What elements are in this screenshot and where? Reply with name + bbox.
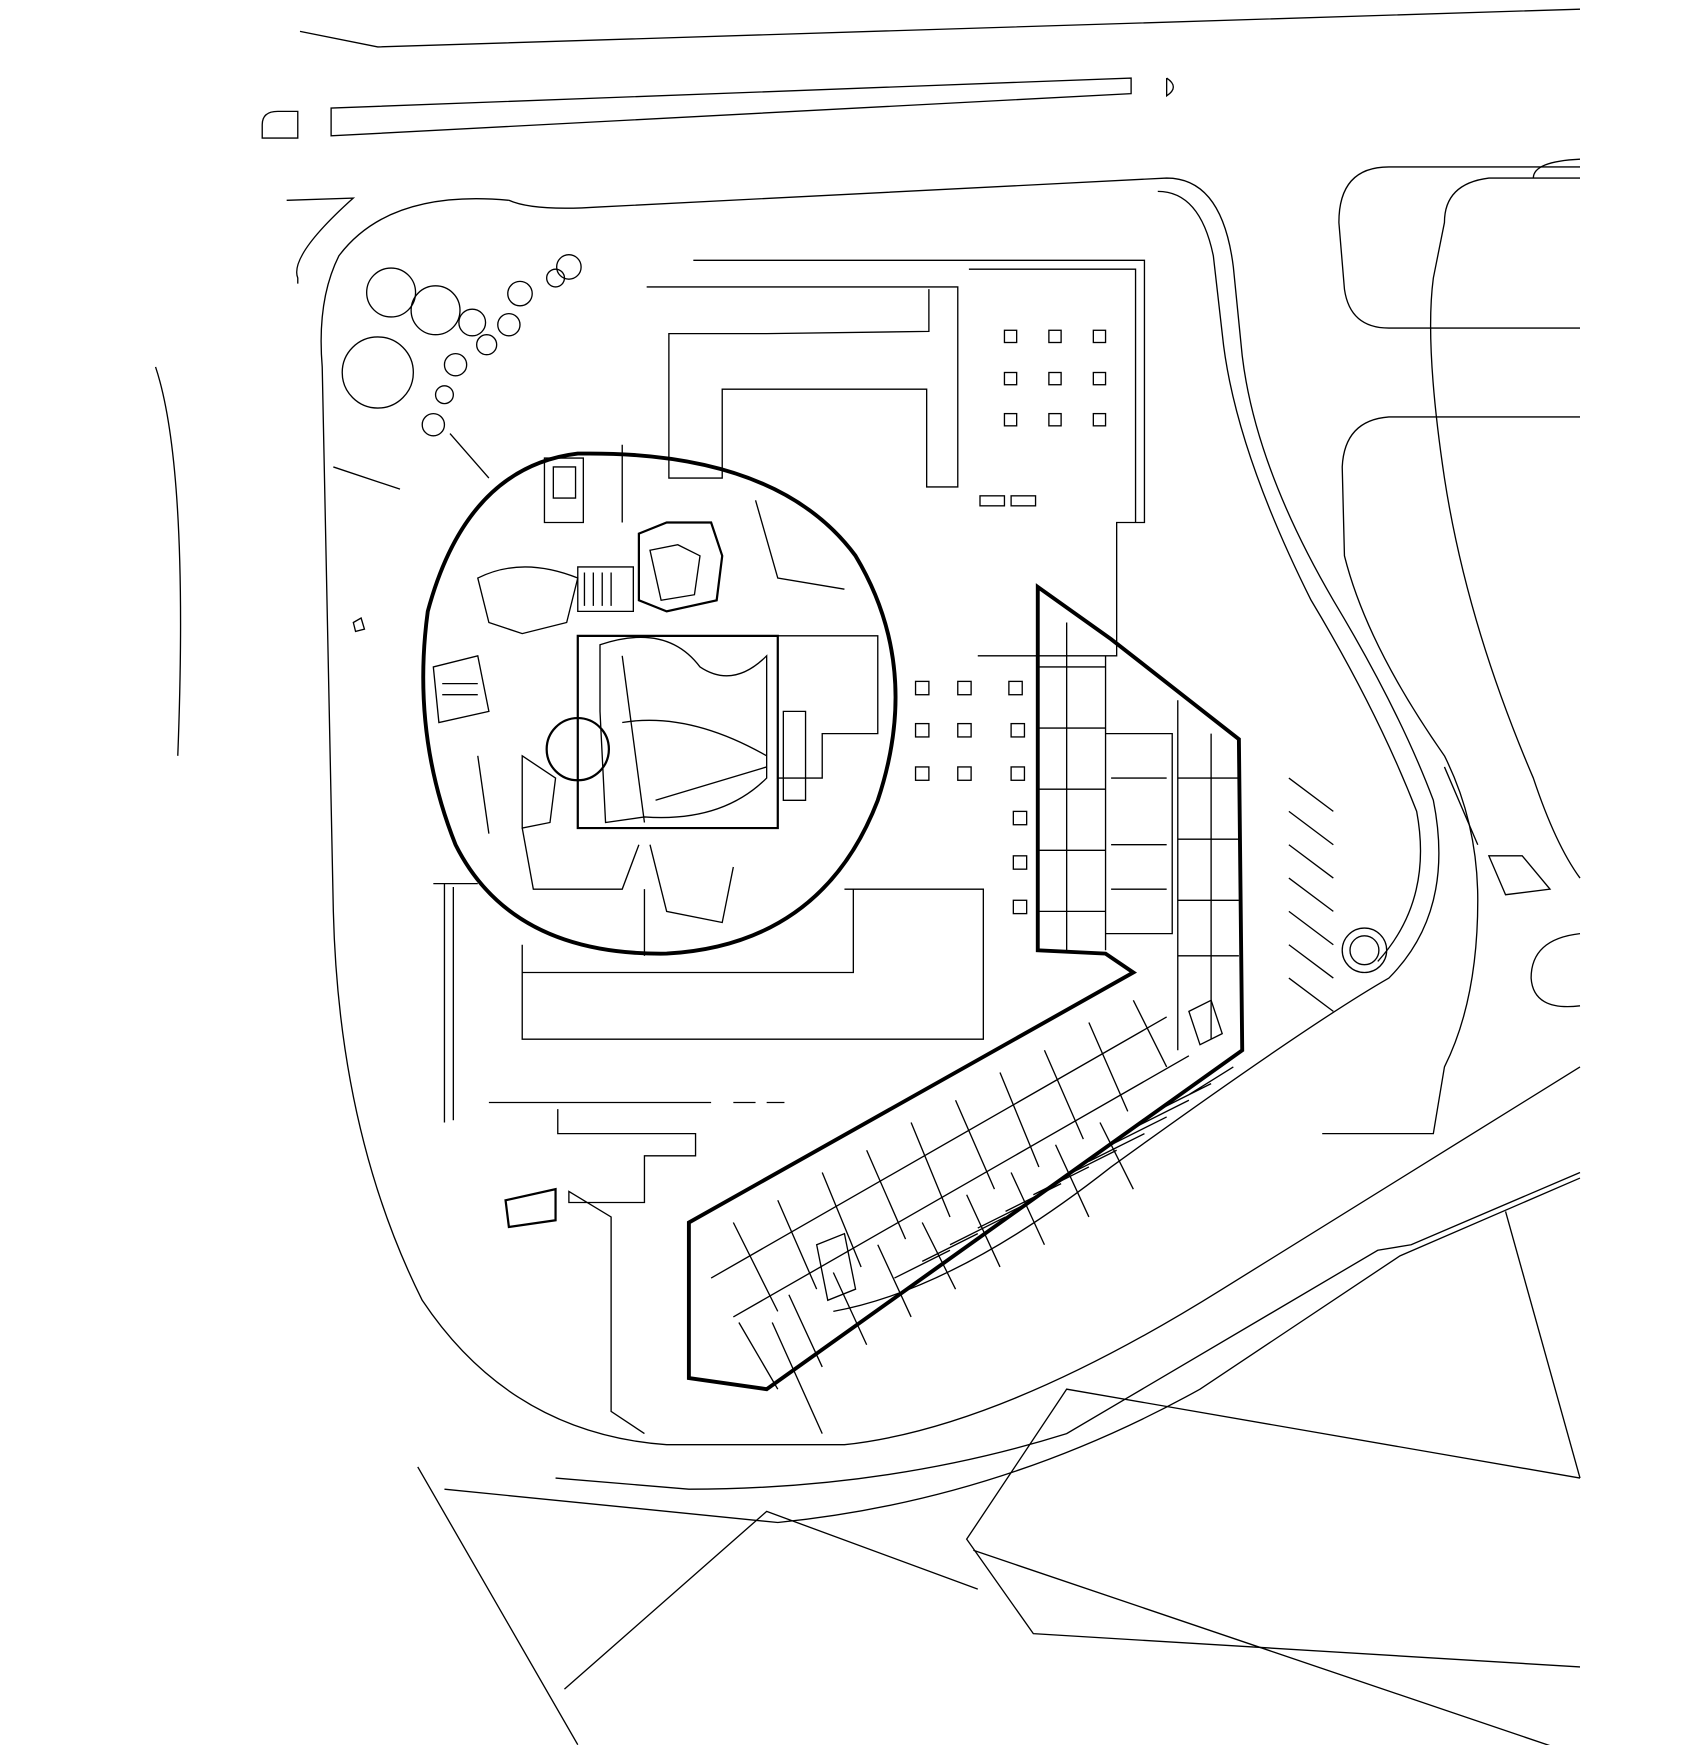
hotel-building <box>686 583 1245 1434</box>
oval-building <box>421 444 898 956</box>
parking-stalls <box>894 777 1334 1279</box>
streets <box>154 8 1581 1745</box>
trees <box>333 254 582 633</box>
adjacent-buildings <box>433 259 1334 1435</box>
column-grid <box>914 329 1107 915</box>
